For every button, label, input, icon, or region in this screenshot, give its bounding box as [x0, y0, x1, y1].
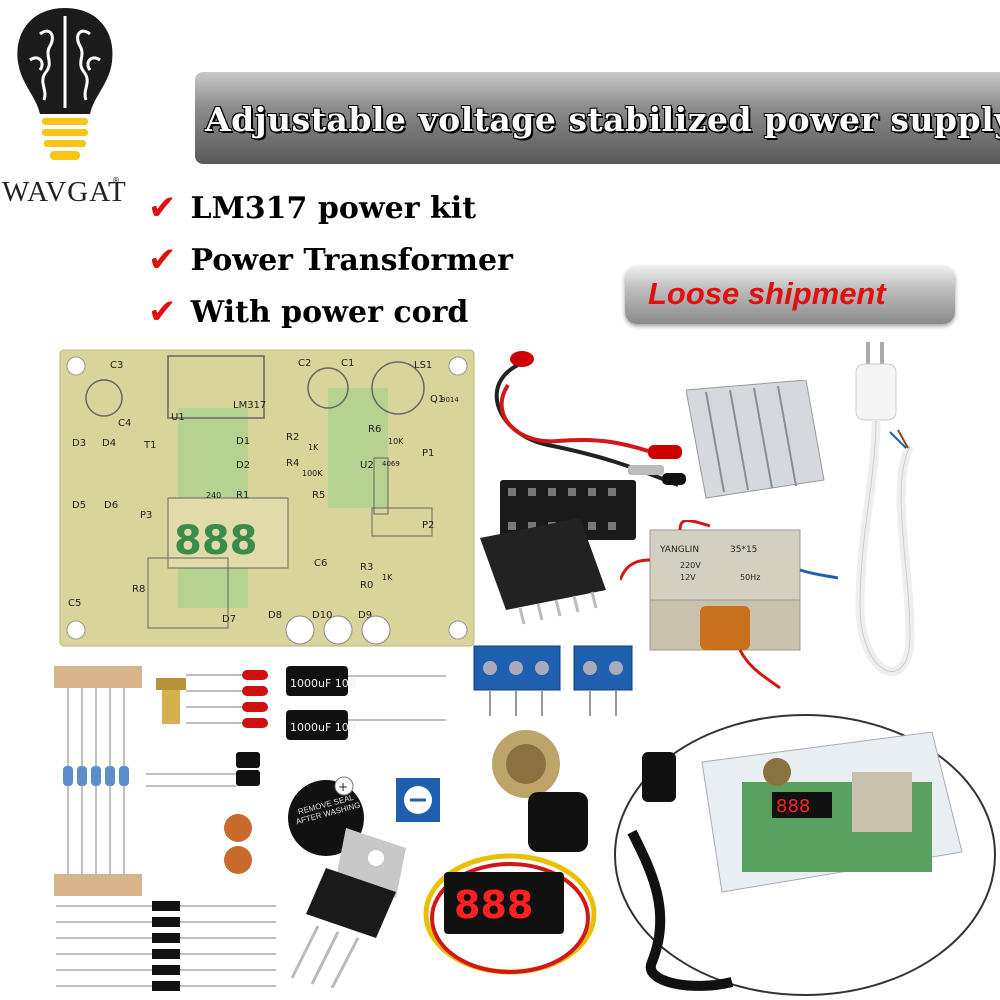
svg-text:R1: R1 — [236, 490, 249, 501]
svg-text:R0: R0 — [360, 580, 373, 591]
transformer-brand: YANGLIN — [659, 545, 699, 555]
svg-text:R2: R2 — [286, 432, 299, 443]
alligator-clip-wires — [494, 351, 686, 487]
svg-text:U1: U1 — [171, 412, 185, 423]
svg-text:R8: R8 — [132, 584, 145, 595]
svg-text:C1: C1 — [341, 358, 354, 369]
svg-text:LS1: LS1 — [414, 360, 432, 371]
title-banner — [195, 72, 1000, 164]
power-cord — [855, 342, 915, 676]
pcb-display-digits: 888 — [174, 518, 258, 564]
svg-text:888: 888 — [454, 883, 533, 927]
svg-text:C3: C3 — [110, 360, 123, 371]
svg-text:D9: D9 — [358, 610, 372, 621]
brain-bulb-logo — [17, 8, 113, 160]
capacitor-label: 1000uF 100 — [290, 721, 356, 734]
svg-text:9014: 9014 — [441, 396, 459, 404]
svg-text:10K: 10K — [388, 437, 404, 446]
shipment-badge — [625, 266, 955, 324]
feature-item: ✔ With power cord — [148, 292, 468, 332]
banner-title: Adjustable voltage stabilized power supp… — [205, 100, 1000, 139]
feature-label: LM317 power kit — [190, 190, 477, 226]
svg-text:R3: R3 — [360, 562, 373, 573]
svg-text:D6: D6 — [104, 500, 118, 511]
svg-text:P3: P3 — [140, 510, 152, 521]
svg-text:D3: D3 — [72, 438, 86, 449]
power-transformer: YANGLIN 35*15 220V 12V 50Hz — [620, 520, 839, 690]
svg-text:R4: R4 — [286, 458, 299, 469]
trimmer-potentiometer — [396, 778, 440, 822]
svg-text:C2: C2 — [298, 358, 311, 369]
brand-name: WAVGAT — [2, 176, 127, 208]
svg-text:Q1: Q1 — [430, 394, 444, 405]
svg-text:C6: C6 — [314, 558, 327, 569]
screw-terminals — [473, 645, 633, 716]
check-icon: ✔ — [148, 292, 177, 332]
svg-text:1K: 1K — [308, 443, 319, 452]
shipment-label: Loose shipment — [648, 276, 886, 311]
diodes — [56, 901, 276, 991]
svg-text:D2: D2 — [236, 460, 250, 471]
voltmeter-module: 888 — [423, 853, 597, 975]
small-components: 1000uF 100 1000uF 100 — [146, 666, 446, 874]
svg-text:D8: D8 — [268, 610, 282, 621]
svg-text:D5: D5 — [72, 500, 86, 511]
svg-text:D4: D4 — [102, 438, 116, 449]
svg-text:C5: C5 — [68, 598, 81, 609]
feature-label: With power cord — [190, 294, 469, 330]
rotary-potentiometer — [492, 730, 588, 852]
svg-text:R6: R6 — [368, 424, 381, 435]
svg-text:+: + — [338, 780, 348, 794]
svg-text:LM317: LM317 — [233, 400, 266, 411]
check-icon: ✔ — [148, 188, 177, 228]
svg-text:888: 888 — [776, 796, 810, 817]
check-icon: ✔ — [148, 240, 177, 280]
svg-text:240: 240 — [206, 491, 221, 500]
svg-text:D10: D10 — [312, 610, 332, 621]
svg-text:R5: R5 — [312, 490, 325, 501]
transformer-output: 12V — [680, 573, 696, 582]
feature-label: Power Transformer — [190, 242, 513, 278]
transformer-frequency: 50Hz — [740, 573, 760, 582]
svg-text:U2: U2 — [360, 460, 374, 471]
svg-text:C4: C4 — [118, 418, 131, 429]
ic-chip-and-socket — [480, 480, 636, 625]
aluminum-heatsink — [686, 380, 825, 499]
resistor-strip — [54, 666, 142, 896]
svg-text:D7: D7 — [222, 614, 236, 625]
transformer-model: 35*15 — [730, 545, 757, 555]
voltage-regulator — [290, 828, 406, 988]
assembled-kit-photo: 888 — [614, 714, 996, 996]
svg-text:1K: 1K — [382, 573, 393, 582]
feature-item: ✔ Power Transformer — [148, 240, 513, 280]
svg-text:P1: P1 — [422, 448, 434, 459]
svg-text:4069: 4069 — [382, 460, 400, 468]
capacitor-label: 1000uF 100 — [290, 677, 356, 690]
svg-text:T1: T1 — [143, 440, 156, 451]
svg-text:100K: 100K — [302, 469, 323, 478]
transformer-input: 220V — [680, 561, 701, 570]
brand-registered-mark: ® — [112, 176, 120, 185]
feature-item: ✔ LM317 power kit — [148, 188, 476, 228]
svg-text:P2: P2 — [422, 520, 434, 531]
svg-text:D1: D1 — [236, 436, 250, 447]
